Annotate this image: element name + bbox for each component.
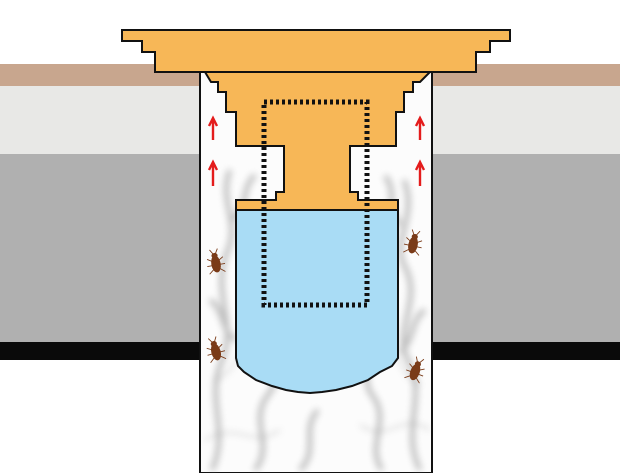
dashed-inner-sleeve (261, 99, 370, 308)
arrow-up-icon (207, 115, 426, 186)
water-seal-trap (235, 209, 399, 395)
